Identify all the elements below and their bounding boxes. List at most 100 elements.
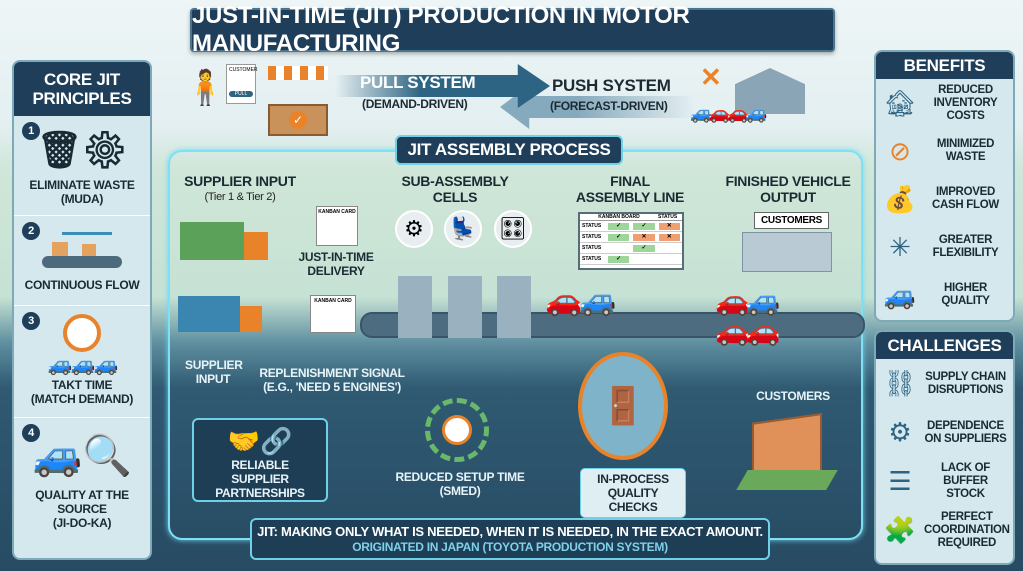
kanban-row-label: Status xyxy=(582,245,602,251)
no-waste-icon: ⊘ xyxy=(889,135,911,166)
truck-icon xyxy=(178,296,268,342)
process-title: JIT Assembly Process xyxy=(395,135,623,165)
kanban-card: Kanban Card xyxy=(316,206,358,246)
check-icon: ✓ xyxy=(633,222,655,230)
kanban-row-label: Status xyxy=(582,234,602,240)
kanban-row: Status✓✓✕ xyxy=(580,221,682,232)
empty-cell xyxy=(659,256,680,263)
pull-system-sub: (Demand-Driven) xyxy=(362,97,468,111)
warehouse-icon: 🏚 xyxy=(883,87,917,118)
page-title: Just-in-Time (JIT) Production in Motor M… xyxy=(190,2,835,57)
benefit-item: ✳ Greater Flexibility xyxy=(876,223,1013,271)
x-icon: ✕ xyxy=(633,233,655,241)
partnerships-box: 🤝🔗 Reliable Supplier Partnerships xyxy=(192,418,328,502)
core-principles-panel: Core JIT Principles 1 🗑⚙ Eliminate Waste… xyxy=(12,60,152,560)
kanban-card: Kanban Card xyxy=(310,295,356,333)
empty-cell xyxy=(659,245,680,252)
empty-cell xyxy=(633,256,654,263)
benefit-item: 💰Improved Cash Flow xyxy=(876,175,1013,223)
workstation xyxy=(398,276,432,338)
x-icon: ✕ xyxy=(658,222,680,230)
challenge-item: 🧩Perfect Coordination Required xyxy=(876,506,1013,555)
principle-label: Quality at the Source xyxy=(35,488,129,516)
handshake-chain-icon: 🤝🔗 xyxy=(227,426,293,456)
clock-icon xyxy=(63,314,101,352)
cross-icon: ✕ xyxy=(700,62,722,92)
push-system-label: Push System xyxy=(552,76,671,95)
quality-checks-label: In-Process Quality Checks xyxy=(580,468,686,518)
principle-sub: (Match Demand) xyxy=(30,392,134,406)
lawn-base xyxy=(736,470,838,490)
kanban-row: Status✓ xyxy=(580,254,682,265)
benefit-item: 🏚 Reduced Inventory Costs xyxy=(876,79,1013,127)
customer-order-card: CustomerPull xyxy=(226,64,258,104)
empty-shelf-icon: ☰ xyxy=(888,466,912,496)
check-icon: ✓ xyxy=(608,255,630,263)
dealership-building-icon xyxy=(742,232,832,272)
setup-title: Reduced Setup Time xyxy=(395,470,525,484)
kanban-board: Kanban BoardStatus Status✓✓✕Status✓✕✕Sta… xyxy=(578,212,684,270)
principle-number: 4 xyxy=(22,424,40,442)
challenges-label: Dependence on Suppliers xyxy=(924,419,1007,445)
challenge-item: ⛓Supply Chain Disruptions xyxy=(876,359,1013,408)
challenges-title: Challenges xyxy=(876,332,1013,359)
principle-item: 1 🗑⚙ Eliminate Waste (Muda) xyxy=(14,116,150,216)
replenishment-signal-label: Replenishment Signal(e.g., 'Need 5 Engin… xyxy=(246,366,418,394)
cars-icon: 🚙🚙🚙 xyxy=(47,354,119,376)
money-bag-icon: 💰 xyxy=(883,183,917,214)
benefit-item: 🚙Higher Quality xyxy=(876,271,1013,319)
trash-gears-icon: 🗑⚙ xyxy=(36,129,128,170)
conveyor-belt xyxy=(360,312,865,338)
benefits-label: Greater Flexibility xyxy=(932,234,999,259)
kanban-card-label: Kanban Card xyxy=(314,298,352,304)
customers-label: Customers xyxy=(756,389,830,403)
challenge-item: ☰Lack of Buffer Stock xyxy=(876,457,1013,506)
conveyor-icon xyxy=(42,232,122,272)
stage-supplier-input: Supplier Input(Tier 1 & Tier 2) xyxy=(180,173,300,205)
benefits-title: Benefits xyxy=(876,52,1013,79)
benefits-panel: Benefits 🏚Reduced Inventory Costs⊘Minimi… xyxy=(874,50,1015,322)
stage-finished-output: Finished Vehicle Output xyxy=(718,173,858,205)
jit-delivery-label: Just-in-Time Delivery xyxy=(298,250,374,278)
challenges-label: Supply Chain Disruptions xyxy=(925,370,1006,396)
car-magnifier-icon: 🚙🔍 xyxy=(32,434,132,478)
check-icon: ✓ xyxy=(608,222,630,230)
principle-number: 1 xyxy=(22,122,40,140)
principle-sub: (Ji-do-ka) xyxy=(52,516,112,530)
stage-title: Final Assembly Line xyxy=(575,173,685,205)
truck-icon xyxy=(180,222,270,268)
parked-cars-icon: 🚙🚗🚗🚙 xyxy=(690,103,768,123)
empty-cell xyxy=(608,245,629,252)
pull-system-label: Pull System xyxy=(360,73,476,92)
kanban-card-label: Kanban Card xyxy=(318,209,356,215)
engine-icon: ⚙ xyxy=(395,210,433,248)
benefits-label: Reduced Inventory Costs xyxy=(933,83,998,122)
principles-title: Core JIT Principles xyxy=(14,62,150,116)
supplier-input-label: Supplier Input xyxy=(185,358,243,386)
arrows-out-icon: ✳ xyxy=(889,231,911,262)
gears-icon: ⚙ xyxy=(888,417,912,447)
customer-figure-icon: 🧍 xyxy=(184,69,227,107)
replenishment-example: (e.g., 'Need 5 Engines') xyxy=(263,380,401,394)
dashboard-icon: 🎛 xyxy=(494,210,532,248)
kanban-row: Status✓✕✕ xyxy=(580,232,682,243)
challenges-label: Perfect Coordination Required xyxy=(924,511,1010,549)
stage-sub-assembly: Sub-Assembly Cells xyxy=(400,173,510,205)
principle-label: Takt Time xyxy=(51,378,113,392)
cycle-clock-icon xyxy=(425,398,489,462)
kanban-row: Status✓ xyxy=(580,243,682,254)
kanban-status-header: Status xyxy=(658,214,678,220)
stage-title: Supplier Input xyxy=(184,173,296,189)
seat-icon: 💺 xyxy=(444,210,482,248)
jit-definition-banner: JIT: Making only what is needed, when it… xyxy=(250,518,770,560)
principle-item: 3 🚙🚙🚙 Takt Time (Match Demand) xyxy=(14,306,150,418)
customers-sign: Customers xyxy=(754,212,830,229)
car-icon: 🚙 xyxy=(883,279,917,310)
partnerships-label: Reliable Supplier Partnerships xyxy=(215,458,305,500)
stage-title: Sub-Assembly Cells xyxy=(401,173,509,205)
stage-title: Finished Vehicle Output xyxy=(725,173,851,205)
workstation xyxy=(497,276,531,338)
stage-final-assembly: Final Assembly Line xyxy=(575,173,685,205)
jit-origin: Originated in Japan (Toyota Production S… xyxy=(352,540,668,554)
principle-sub: (Muda) xyxy=(60,192,104,206)
